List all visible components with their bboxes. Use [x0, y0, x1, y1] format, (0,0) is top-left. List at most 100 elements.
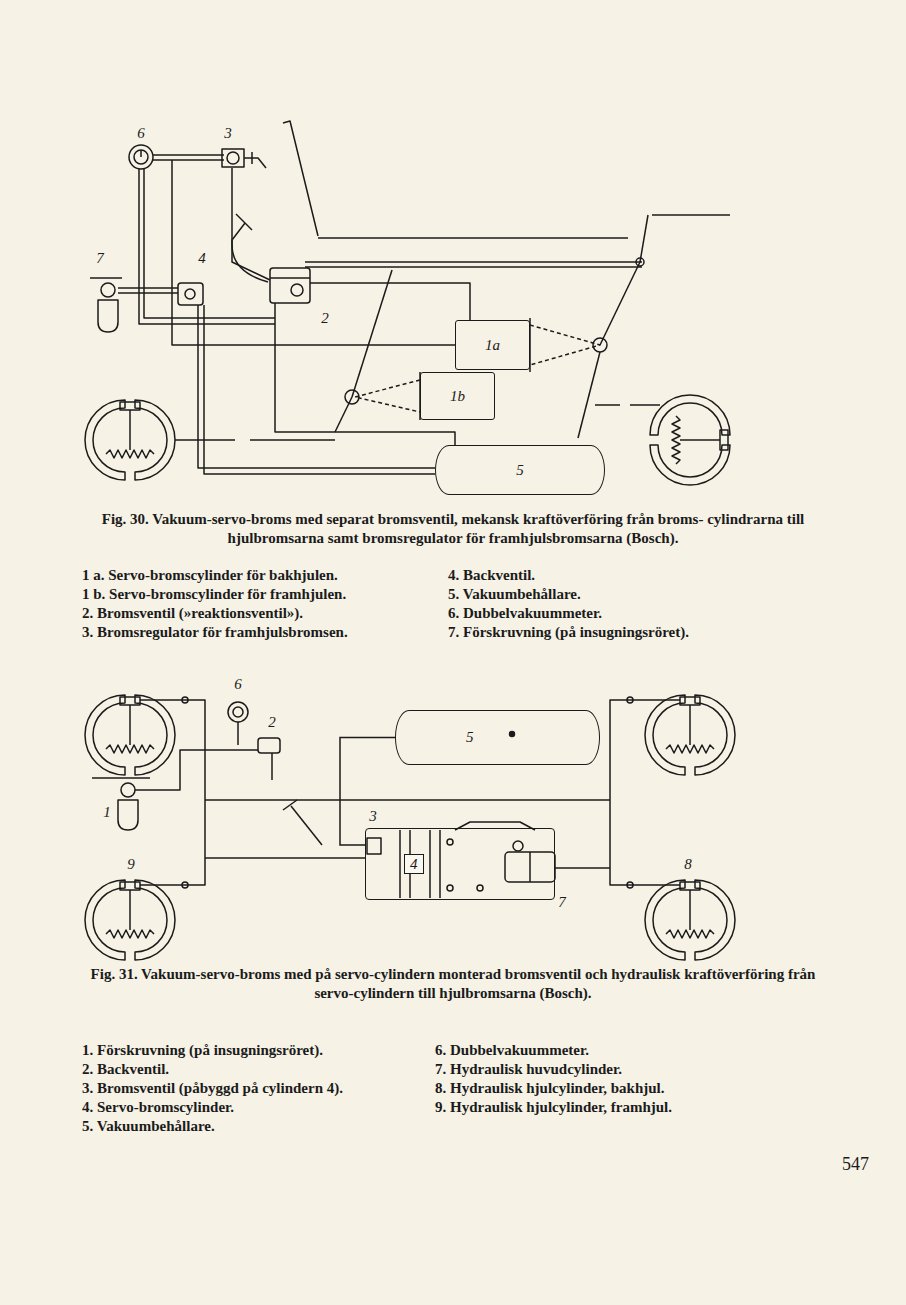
vacuum-pipe [153, 154, 224, 156]
callout-number: 8 [683, 856, 693, 873]
vacuum-pipe [204, 305, 435, 474]
brake-rod [636, 258, 644, 266]
key-item: 7. Hydraulisk huvudcylinder. [435, 1060, 622, 1079]
brake-rod [600, 262, 640, 345]
brake-pedal [291, 806, 322, 845]
callout-number: 7 [557, 894, 567, 911]
key-item: 4. Servo-bromscylinder. [82, 1098, 234, 1117]
brake-rod [640, 215, 648, 262]
brake-drum [645, 695, 735, 775]
servo-cylinder-cone [355, 380, 420, 412]
key-item: 5. Vakuumbehållare. [448, 585, 581, 604]
brake-pipe [182, 697, 188, 703]
master-cylinder [529, 852, 531, 882]
part-number: 1a [485, 337, 500, 354]
brake-pedal [283, 800, 297, 810]
vacuum-tank: 5 [435, 445, 605, 495]
part-number: 5 [516, 462, 524, 479]
callout-number: 9 [126, 856, 136, 873]
intake-fitting [90, 278, 122, 332]
brake-drum [645, 880, 735, 960]
key-item: 7. Förskruvning (på insugningsröret). [448, 623, 689, 642]
master-cylinder [505, 852, 555, 882]
brake-rod [595, 404, 660, 406]
vacuum-pipe [310, 283, 470, 320]
brake-pipe [627, 882, 633, 888]
brake-valve [270, 277, 310, 279]
vacuum-pipe [172, 160, 455, 345]
vacuum-gauge [237, 722, 239, 745]
key-item: 2. Backventil. [82, 1060, 169, 1079]
brake-drum [85, 400, 175, 480]
brake-valve [270, 268, 310, 303]
intake-fitting [121, 783, 135, 797]
key-item: 6. Dubbelvakuummeter. [448, 604, 602, 623]
intake-fitting [135, 750, 258, 790]
vacuum-tank: 5 [395, 710, 600, 765]
key-item: 3. Bromsventil (påbyggd på cylindern 4). [82, 1079, 343, 1098]
brake-drum [650, 395, 730, 485]
vacuum-pipe [275, 303, 455, 445]
key-item: 4. Backventil. [448, 566, 535, 585]
intake-fitting [92, 777, 150, 779]
brake-pipe [205, 799, 610, 801]
vacuum-gauge [228, 702, 248, 722]
callout-number: 1 [102, 804, 112, 821]
check-valve [258, 738, 280, 780]
servo-cylinder-cone [593, 338, 607, 352]
key-item: 8. Hydraulisk hjulcylinder, bakhjul. [435, 1079, 665, 1098]
callout-number: 7 [95, 250, 105, 267]
brake-pedal [283, 121, 318, 236]
callout-number: 6 [233, 676, 243, 693]
figure-caption: Fig. 31. Vakuum-servo-broms med på servo… [83, 965, 823, 1003]
brake-regulator [222, 149, 244, 167]
servo-cylinder-detail [447, 885, 453, 891]
key-item: 5. Vakuumbehållare. [82, 1117, 215, 1136]
servo-cylinder-cone [345, 390, 359, 404]
brake-pipe [205, 857, 365, 859]
brake-rod [318, 237, 628, 239]
brake-pipe [140, 697, 680, 888]
intake-fitting [98, 300, 118, 332]
key-item: 9. Hydraulisk hjulcylinder, framhjul. [435, 1098, 672, 1117]
page-number: 547 [842, 1154, 869, 1175]
brake-rod [352, 270, 392, 397]
servo-cylinder: 1b [420, 372, 495, 420]
check-valve [178, 283, 203, 305]
servo-cylinder-cone [530, 325, 600, 365]
vacuum-pipe [139, 169, 275, 324]
vacuum-pipe [153, 159, 224, 161]
callout-number: 3 [223, 125, 233, 142]
vacuum-gauge [140, 150, 142, 157]
master-cylinder [513, 841, 523, 851]
brake-drum [85, 695, 735, 960]
brake-regulator [227, 152, 239, 164]
servo-cylinder-detail [477, 885, 483, 891]
intake-fitting [101, 283, 115, 297]
check-valve [271, 753, 273, 780]
brake-pedal [232, 223, 270, 280]
vacuum-gauge [233, 707, 243, 717]
callout-number: 2 [320, 310, 330, 327]
brake-rod [175, 439, 335, 441]
key-item: 1 a. Servo-bromscylinder för bakhjulen. [82, 566, 338, 585]
tank-plug [510, 732, 515, 737]
vacuum-pipe [118, 292, 178, 294]
servo-cylinder-detail [367, 838, 381, 854]
check-valve [185, 289, 195, 299]
callout-number: 2 [267, 714, 277, 731]
brake-rod [652, 214, 730, 216]
brake-drum [85, 695, 175, 775]
key-item: 2. Bromsventil (»reaktionsventil»). [82, 604, 303, 623]
vacuum-gauge [134, 150, 148, 164]
master-cylinder [505, 841, 555, 882]
brake-regulator [244, 152, 266, 168]
servo-cylinder-cone [345, 318, 607, 420]
brake-pipe [182, 882, 188, 888]
brake-rod [305, 261, 642, 263]
vacuum-pipe [118, 287, 178, 289]
brake-pipe [627, 697, 633, 703]
brake-rod [175, 215, 730, 440]
servo-cylinder-detail [367, 822, 535, 898]
